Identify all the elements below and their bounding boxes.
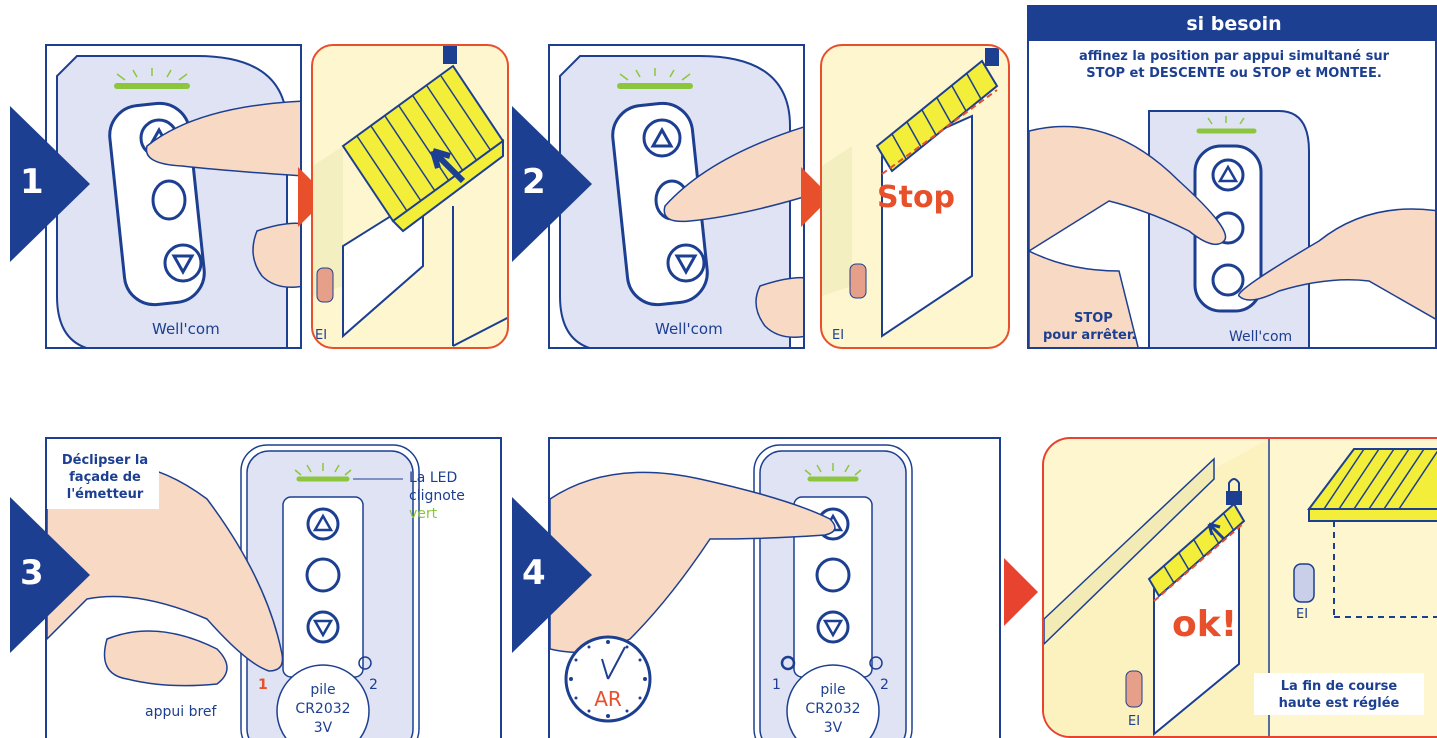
switch-2-label: 2: [369, 677, 378, 693]
wall-switch-label: EI: [1296, 607, 1309, 622]
callout-line2: façade de: [69, 470, 141, 485]
step3-badge: 3: [10, 497, 90, 653]
final-caption-line2: haute est réglée: [1278, 696, 1400, 711]
brand-logo: Well'com: [1229, 329, 1293, 345]
tip-header: si besoin: [1186, 13, 1282, 35]
tip-panel: si besoin affinez la position par appui …: [1027, 5, 1437, 349]
battery-line2: CR2032: [295, 701, 351, 717]
switch-1-label: 1: [772, 677, 781, 693]
step4-arrow-red: [1004, 558, 1038, 626]
step2-badge: 2: [512, 106, 592, 262]
step4-panel: AR 1 2 pile CR2032 3V: [548, 437, 1001, 738]
step-number-1: 1: [20, 162, 44, 202]
led-line1: La LED: [409, 470, 458, 486]
callout-line1: Déclipser la: [61, 453, 149, 468]
remote-illustration: [56, 55, 300, 347]
tip-stop-label: STOP: [1074, 311, 1113, 326]
step2-awning-panel: Stop EI: [820, 44, 1010, 349]
ok-word: ok!: [1172, 604, 1237, 645]
brand-logo: Well'com: [152, 320, 220, 338]
step3-illustration: [47, 444, 420, 738]
switch-1-label: 1: [258, 677, 268, 693]
tip-illustration: [1029, 110, 1435, 347]
led-line3: vert: [409, 506, 438, 522]
tip-stop-caption: pour arrêter.: [1043, 328, 1137, 343]
remote-illustration: [559, 55, 803, 347]
final-caption-box: [1254, 673, 1424, 715]
press-note: appui bref: [145, 704, 217, 720]
step2-arrow-orange: [801, 167, 831, 227]
stop-label: Stop: [877, 180, 956, 215]
step3-panel: Déclipser la façade de l'émetteur La LED…: [45, 437, 502, 738]
step1-remote-panel: Well'com: [45, 44, 302, 349]
final-caption-line1: La fin de course: [1280, 679, 1398, 694]
awning-stop-illustration: [822, 48, 999, 338]
wall-switch-label: EI: [315, 328, 328, 343]
step4-badge: 4: [512, 497, 592, 653]
step-number-2: 2: [522, 162, 546, 202]
clock-label: AR: [594, 687, 622, 711]
final-illustration: [1044, 439, 1437, 736]
step1-awning-panel: EI: [311, 44, 509, 349]
led-line2: clignote: [409, 488, 465, 504]
step2-remote-panel: Well'com: [548, 44, 805, 349]
callout-line3: l'émetteur: [66, 487, 144, 502]
wall-switch-label: EI: [832, 328, 845, 343]
tip-line2: STOP et DESCENTE ou STOP et MONTEE.: [1086, 66, 1382, 81]
battery-line3: 3V: [823, 720, 843, 736]
ok-text: ok: [1172, 604, 1221, 645]
awning-rising-illustration: [313, 46, 507, 347]
battery-line3: 3V: [313, 720, 333, 736]
tip-line1: affinez la position par appui simultané …: [1078, 49, 1390, 64]
step1-badge: 1: [10, 106, 90, 262]
battery-line1: pile: [310, 682, 336, 698]
battery-line1: pile: [820, 682, 846, 698]
wall-switch-label-2: EI: [1128, 714, 1141, 729]
final-panel: ok! EI EI La fin de course haute est rég…: [1042, 437, 1437, 738]
step-number-3: 3: [20, 553, 44, 593]
step4-illustration: [550, 444, 913, 738]
ok-mark: !: [1220, 604, 1238, 645]
brand-logo: Well'com: [655, 320, 723, 338]
battery-line2: CR2032: [805, 701, 861, 717]
switch-2-label: 2: [880, 677, 889, 693]
callout-box: [47, 449, 159, 509]
step-number-4: 4: [522, 553, 546, 593]
tip-header-bar: [1029, 7, 1435, 41]
